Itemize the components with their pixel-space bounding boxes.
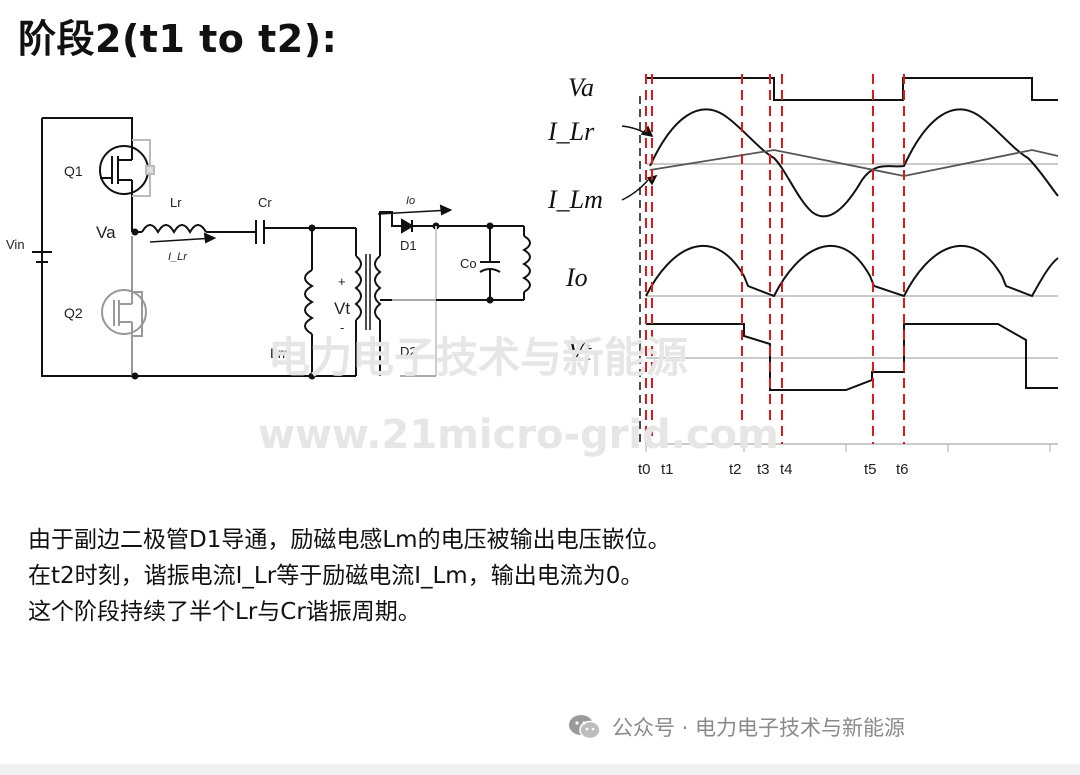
ilr-signal-label: I_Lr: [547, 117, 595, 146]
watermark-url: www.21micro-grid.com: [258, 412, 779, 458]
co-label: Co: [460, 256, 477, 271]
description-block: 由于副边二极管D1导通，励磁电感Lm的电压被输出电压嵌位。 在t2时刻，谐振电流…: [28, 522, 671, 630]
va-waveform: [646, 77, 1058, 101]
lm-inductor: [304, 269, 315, 335]
vin-label: Vin: [6, 237, 25, 252]
description-line-3: 这个阶段持续了半个Lr与Cr谐振周期。: [28, 599, 421, 625]
io-signal-label: Io: [565, 263, 588, 292]
waveform-panel: Va I_Lr I_Lm Io Vt: [547, 73, 1059, 478]
q1-label: Q1: [64, 163, 83, 179]
bottom-bar: [0, 764, 1080, 775]
description-line-1: 由于副边二极管D1导通，励磁电感Lm的电压被输出电压嵌位。: [28, 527, 671, 553]
minus-sign: -: [340, 320, 344, 335]
circuit-labels: Vin Q1 Q2 Va Lr I_Lr Cr Lm Vt + - Io D1 …: [6, 163, 477, 361]
top-rail: [42, 117, 133, 150]
io-label: Io: [406, 195, 415, 207]
va-label: Va: [96, 223, 116, 242]
footer: 公众号 · 电力电子技术与新能源: [568, 712, 905, 742]
wechat-icon: [569, 715, 601, 740]
t4-label: t4: [780, 461, 793, 478]
io-waveform: [645, 244, 1059, 298]
footer-text[interactable]: 公众号 · 电力电子技术与新能源: [612, 716, 906, 740]
ilm-signal-label: I_Lm: [547, 185, 603, 214]
q2-mosfet: [101, 236, 147, 376]
time-marker-lines: [645, 74, 905, 444]
ilm-waveform: [649, 149, 1059, 177]
plus-sign: +: [338, 274, 346, 289]
lr-label: Lr: [170, 195, 182, 210]
left-rail: [41, 118, 135, 377]
half-bridge-llc-circuit: [32, 117, 531, 380]
vt-waveform: [646, 323, 1058, 391]
vt-signal-label: Vt: [568, 337, 592, 366]
va-signal-label: Va: [568, 73, 594, 102]
d1-label: D1: [400, 238, 417, 253]
t6-label: t6: [896, 461, 909, 478]
load: [522, 235, 531, 293]
page-title: 阶段2(t1 to t2):: [18, 17, 338, 61]
secondary-winding: [374, 255, 382, 321]
lr-inductor: [141, 224, 207, 235]
watermark-cn: 电力电子技术与新能源: [268, 333, 688, 382]
q2-label: Q2: [64, 305, 83, 321]
d2-label: D2: [400, 344, 417, 359]
t5-label: t5: [864, 461, 877, 478]
d2-diode: [392, 299, 436, 377]
q1-mosfet: [99, 139, 155, 232]
description-line-2: 在t2时刻，谐振电流I_Lr等于励磁电流I_Lm，输出电流为0。: [28, 563, 644, 589]
t0-label: t0: [638, 461, 651, 478]
primary-winding: [354, 255, 362, 321]
vt-label: Vt: [334, 299, 350, 318]
cr-label: Cr: [258, 195, 272, 210]
ilr-waveform: [649, 108, 1059, 218]
t1-label: t1: [661, 461, 674, 478]
t2-label: t2: [729, 461, 742, 478]
t3-label: t3: [757, 461, 770, 478]
lm-label: Lm: [270, 345, 289, 361]
ilr-label: I_Lr: [168, 251, 188, 263]
